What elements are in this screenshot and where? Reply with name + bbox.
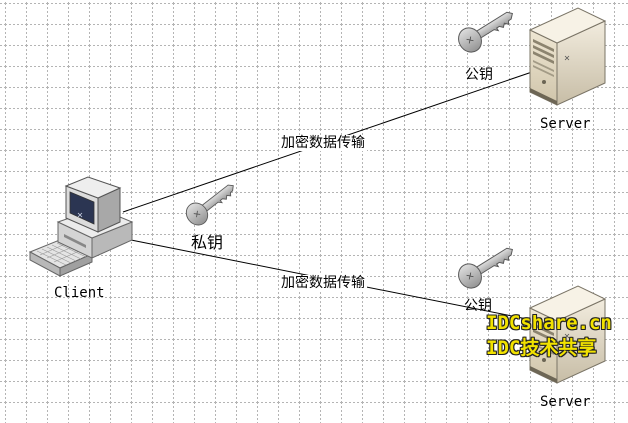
public-key-label-bottom: 公钥	[464, 298, 492, 314]
computer-icon	[28, 176, 134, 277]
connection-label-top: 加密数据传输	[279, 135, 367, 151]
server-label-bottom: Server	[540, 394, 591, 410]
client-label: Client	[54, 285, 105, 301]
server-label-top: Server	[540, 116, 591, 132]
private-key-label: 私钥	[191, 233, 224, 252]
public-key-label-top: 公钥	[465, 67, 493, 83]
watermark-line-1: IDCshare.cn	[486, 312, 612, 334]
connection-label-bottom: 加密数据传输	[279, 275, 367, 291]
watermark-line-2: IDC技术共享	[486, 337, 597, 359]
